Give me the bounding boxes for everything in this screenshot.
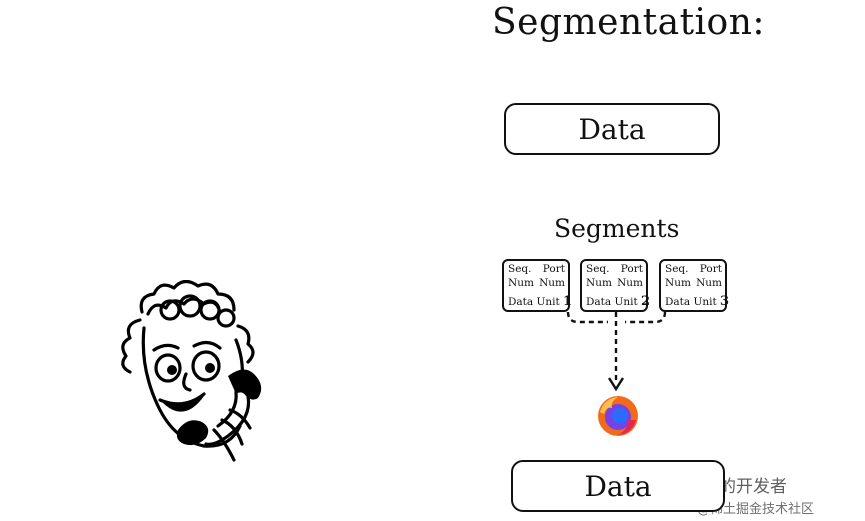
data-box-top-label: Data — [578, 112, 646, 146]
firefox-icon — [598, 396, 638, 436]
watermark-line-2: @稀土掘金技术社区 — [697, 502, 815, 517]
segment-seq-label: Seq. — [665, 263, 689, 275]
segment-port-label: Port — [699, 263, 722, 275]
segment-3: Seq. Port Num Num Data Unit 3 — [659, 259, 730, 312]
data-box-bottom-label: Data — [584, 469, 652, 503]
data-box-top: Data — [504, 103, 720, 155]
segment-num-label: Num — [539, 276, 565, 289]
segment-data-unit: Data Unit 2 — [586, 294, 651, 310]
segment-1: Seq. Port Num Num Data Unit 1 — [502, 259, 573, 312]
segment-num-label: Num — [696, 276, 722, 289]
segment-num-label: Num — [508, 276, 534, 289]
segments-label: Segments — [554, 214, 680, 243]
person-on-phone-icon — [121, 280, 262, 462]
segment-seq-label: Seq. — [586, 263, 610, 275]
diagram-title: Segmentation: — [492, 2, 766, 43]
segment-port-label: Port — [620, 263, 643, 275]
arrow-head — [607, 377, 625, 392]
connector-segment-3 — [625, 311, 667, 324]
data-box-bottom: Data — [511, 460, 725, 512]
segment-data-unit: Data Unit 3 — [665, 294, 730, 310]
segment-2: Seq. Port Num Num Data Unit 2 — [580, 259, 651, 312]
segment-seq-label: Seq. — [508, 263, 532, 275]
segment-num-label: Num — [586, 276, 612, 289]
segment-data-unit: Data Unit 1 — [508, 294, 573, 310]
segment-num-label: Num — [665, 276, 691, 289]
connector-segment-1 — [566, 311, 608, 324]
segment-port-label: Port — [542, 263, 565, 275]
segment-num-label: Num — [617, 276, 643, 289]
